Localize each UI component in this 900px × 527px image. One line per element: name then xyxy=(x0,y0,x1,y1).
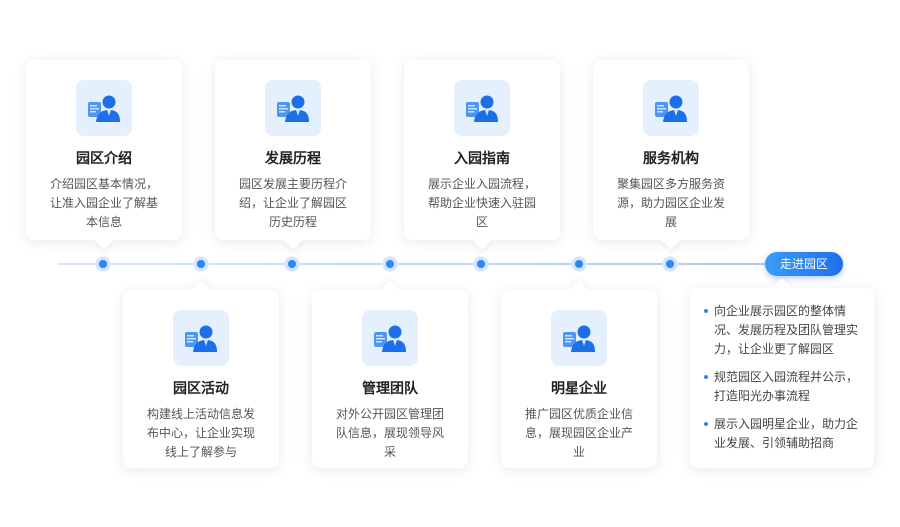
summary-list: 向企业展示园区的整体情况、发展历程及团队管理实力，让企业更了解园区 规范园区入园… xyxy=(704,302,862,453)
timeline-dot xyxy=(194,257,208,271)
module-description: 构建线上活动信息发布中心，让企业实现线上了解参与 xyxy=(146,407,255,459)
timeline-dot xyxy=(285,257,299,271)
module-card-activities[interactable]: 园区活动 构建线上活动信息发布中心，让企业实现线上了解参与 xyxy=(123,290,279,468)
user-profile-icon xyxy=(643,80,699,136)
timeline-line xyxy=(58,263,776,265)
summary-item: 展示入园明星企业，助力企业发展、引领辅助招商 xyxy=(704,415,862,453)
timeline-dot xyxy=(663,257,677,271)
user-profile-icon xyxy=(551,310,607,366)
user-profile-icon xyxy=(454,80,510,136)
module-description: 介绍园区基本情况，让准入园企业了解基本信息 xyxy=(49,177,158,229)
module-card-star-enterprises[interactable]: 明星企业 推广园区优质企业信息，展现园区企业产业 xyxy=(501,290,657,468)
module-title: 发展历程 xyxy=(265,151,321,167)
timeline-dot xyxy=(572,257,586,271)
module-description: 园区发展主要历程介绍，让企业了解园区历史历程 xyxy=(238,177,347,229)
user-profile-icon xyxy=(76,80,132,136)
module-description: 聚集园区多方服务资源，助力园区企业发展 xyxy=(616,177,725,229)
module-card-service-orgs[interactable]: 服务机构 聚集园区多方服务资源，助力园区企业发展 xyxy=(593,60,749,240)
module-title: 服务机构 xyxy=(643,151,699,167)
user-profile-icon xyxy=(173,310,229,366)
module-title: 管理团队 xyxy=(362,381,418,397)
timeline-dot xyxy=(383,257,397,271)
module-title: 明星企业 xyxy=(551,381,607,397)
summary-card: 向企业展示园区的整体情况、发展历程及团队管理实力，让企业更了解园区 规范园区入园… xyxy=(690,288,874,468)
module-card-history[interactable]: 发展历程 园区发展主要历程介绍，让企业了解园区历史历程 xyxy=(215,60,371,240)
module-description: 展示企业入园流程，帮助企业快速入驻园区 xyxy=(427,177,536,229)
module-title: 园区活动 xyxy=(173,381,229,397)
user-profile-icon xyxy=(362,310,418,366)
module-description: 对外公开园区管理团队信息，展现领导风采 xyxy=(335,407,444,459)
summary-item: 规范园区入园流程并公示，打造阳光办事流程 xyxy=(704,368,862,406)
module-title: 园区介绍 xyxy=(76,151,132,167)
user-profile-icon xyxy=(265,80,321,136)
module-description: 推广园区优质企业信息，展现园区企业产业 xyxy=(524,407,633,459)
module-card-entry-guide[interactable]: 入园指南 展示企业入园流程，帮助企业快速入驻园区 xyxy=(404,60,560,240)
timeline-dot xyxy=(96,257,110,271)
module-card-management-team[interactable]: 管理团队 对外公开园区管理团队信息，展现领导风采 xyxy=(312,290,468,468)
module-card-park-intro[interactable]: 园区介绍 介绍园区基本情况，让准入园企业了解基本信息 xyxy=(26,60,182,240)
enter-park-button[interactable]: 走进园区 xyxy=(765,252,843,276)
summary-item: 向企业展示园区的整体情况、发展历程及团队管理实力，让企业更了解园区 xyxy=(704,302,862,359)
module-title: 入园指南 xyxy=(454,151,510,167)
timeline-dot xyxy=(474,257,488,271)
